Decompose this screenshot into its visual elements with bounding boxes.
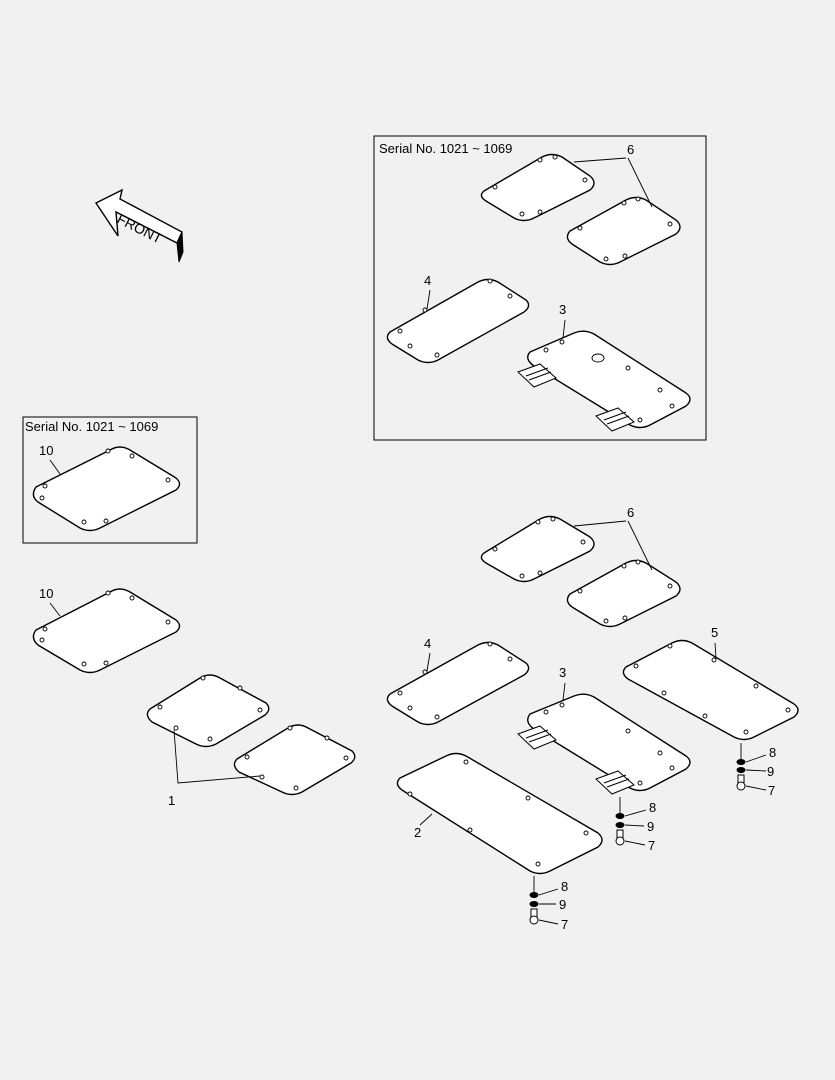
- plate-5: [622, 639, 799, 741]
- plate-6b: [566, 559, 681, 628]
- inset-top-plate-6a: [480, 153, 595, 222]
- plate-2: [396, 752, 603, 875]
- plate-1b: [233, 724, 356, 796]
- label-4: 4: [424, 636, 431, 651]
- hardware-stack-a: 8 9 7: [736, 743, 776, 798]
- hw-a-label-7: 7: [768, 783, 775, 798]
- inset-top-plate-4: [386, 278, 530, 364]
- inset-top-label-4: 4: [424, 273, 431, 288]
- label-3: 3: [559, 665, 566, 680]
- inset-left: Serial No. 1021 ~ 1069 10: [22, 416, 198, 544]
- hw-b-label-8: 8: [649, 800, 656, 815]
- plate-3: [517, 693, 691, 795]
- label-10: 10: [39, 586, 53, 601]
- plate-6a: [480, 515, 595, 583]
- hw-b-label-9: 9: [647, 819, 654, 834]
- label-1: 1: [168, 793, 175, 808]
- inset-left-plate-10: [32, 446, 181, 532]
- hardware-stack-c: 8 9 7: [529, 876, 568, 932]
- inset-top-caption: Serial No. 1021 ~ 1069: [379, 141, 512, 156]
- plate-4: [386, 641, 530, 726]
- hardware-stack-b: 8 9 7: [615, 797, 656, 853]
- label-6: 6: [627, 505, 634, 520]
- label-2: 2: [414, 825, 421, 840]
- plate-10: [32, 588, 181, 674]
- plate-1a: [146, 674, 270, 748]
- label-5: 5: [711, 625, 718, 640]
- hw-a-label-8: 8: [769, 745, 776, 760]
- inset-top-label-3: 3: [559, 302, 566, 317]
- inset-top-label-6: 6: [627, 142, 634, 157]
- hw-c-label-7: 7: [561, 917, 568, 932]
- hw-c-label-9: 9: [559, 897, 566, 912]
- inset-top: Serial No. 1021 ~ 1069 6 4: [373, 135, 707, 441]
- inset-left-label-10: 10: [39, 443, 53, 458]
- front-arrow: FRONT: [94, 188, 184, 263]
- inset-left-caption: Serial No. 1021 ~ 1069: [25, 419, 158, 434]
- hw-b-label-7: 7: [648, 838, 655, 853]
- hw-c-label-8: 8: [561, 879, 568, 894]
- inset-top-plate-3: [517, 330, 691, 432]
- hw-a-label-9: 9: [767, 764, 774, 779]
- inset-top-plate-6b: [566, 196, 681, 266]
